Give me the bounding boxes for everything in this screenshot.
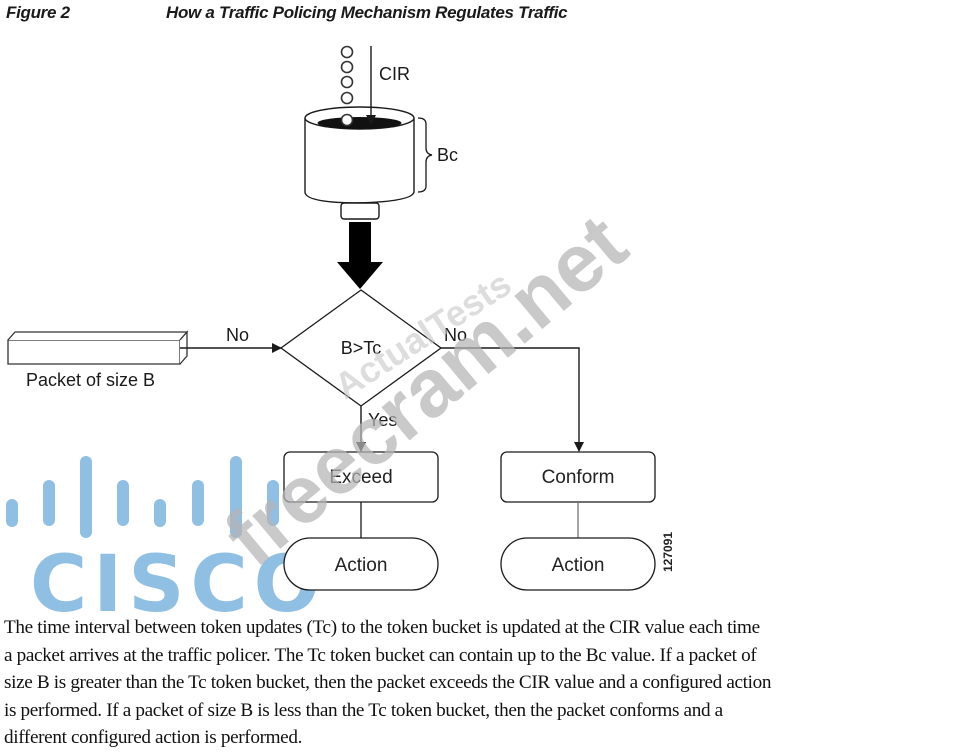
cisco-bars-icon (6, 456, 279, 538)
exceed-label: Exceed (329, 467, 392, 488)
caption-line: is performed. If a packet of size B is l… (4, 699, 723, 721)
caption-line: size B is greater than the Tc token buck… (4, 672, 772, 694)
policing-diagram: CISCO CIR Bc Packet of size B No B>Tc Ye… (6, 45, 675, 612)
token-icon (340, 45, 354, 59)
yes-label: Yes (368, 410, 397, 430)
caption-line: different configured action is performed… (4, 727, 303, 749)
caption-line: a packet arrives at the traffic policer.… (4, 644, 757, 666)
input-edge-label: No (226, 325, 249, 345)
output-arrow-icon (337, 222, 383, 289)
cisco-logo-watermark: CISCO (6, 456, 326, 612)
figure-title: How a Traffic Policing Mechanism Regulat… (166, 3, 568, 22)
token-bucket-icon (304, 106, 415, 220)
token-icon (340, 60, 354, 74)
cir-label: CIR (379, 64, 410, 84)
exceed-action-label: Action (335, 555, 388, 576)
exceed-action-box (283, 537, 439, 591)
conform-action-label: Action (552, 555, 605, 576)
bc-label: Bc (437, 145, 458, 165)
no-label: No (444, 325, 467, 345)
conform-label: Conform (542, 467, 615, 488)
token-icon (340, 75, 354, 89)
packet-label: Packet of size B (26, 370, 155, 390)
caption: The time interval between token updates … (4, 614, 964, 752)
decision-condition: B>Tc (341, 338, 382, 358)
token-circles (340, 45, 354, 105)
caption-line: The time interval between token updates … (4, 617, 760, 638)
conform-action-box (500, 537, 656, 591)
packet-icon (7, 330, 189, 365)
figure-id: 127091 (661, 532, 675, 572)
no-arrow (441, 347, 584, 452)
figure-label: Figure 2 (6, 3, 70, 22)
bc-brace (417, 117, 433, 193)
cisco-wordmark: CISCO (30, 540, 326, 612)
token-icon (340, 91, 354, 105)
token-icon (340, 113, 354, 127)
